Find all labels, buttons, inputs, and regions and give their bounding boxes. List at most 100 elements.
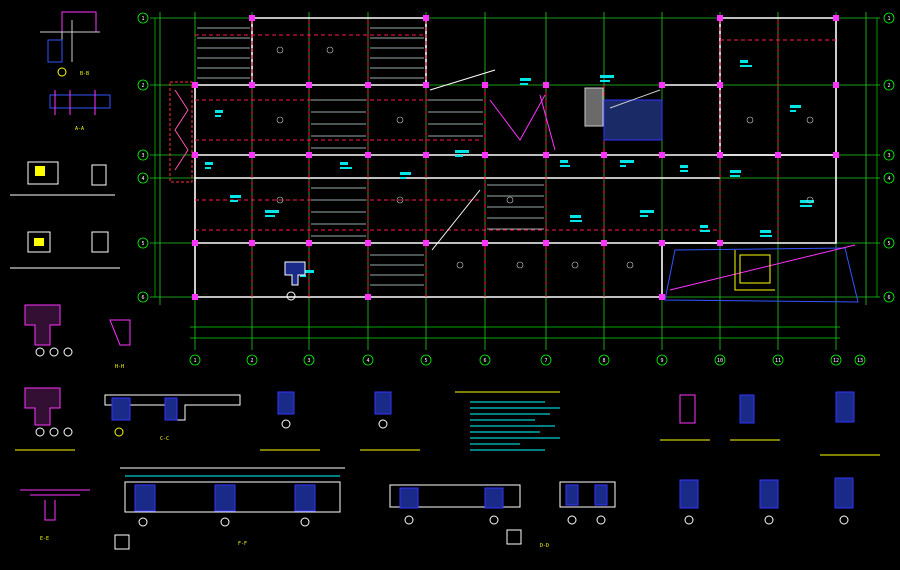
plan-annotation-mark — [340, 167, 352, 169]
plan-annotation-mark — [400, 172, 411, 175]
plan-annotation-mark — [205, 162, 213, 165]
plan-annotation-mark — [300, 275, 306, 277]
grid-row-5-right-bubble — [883, 237, 895, 249]
grid-row-1-right-label: 1 — [887, 16, 890, 22]
plan-annotation-mark — [730, 175, 740, 177]
plan-annotation-mark — [600, 75, 614, 78]
grid-col-13-label: 13 — [857, 358, 863, 364]
plan-annotation-mark — [520, 78, 531, 81]
section-e-label: E-E — [40, 536, 49, 542]
grid-col-11-bubble — [772, 354, 784, 366]
plan-annotation-mark — [300, 270, 314, 273]
grid-row-3-left-bubble — [137, 149, 149, 161]
grid-row-2-left-label: 2 — [141, 83, 144, 89]
section-a-label: A-A — [75, 126, 84, 132]
plan-annotation-mark — [570, 215, 581, 218]
plan-annotation-mark — [265, 215, 275, 217]
grid-col-11-label: 11 — [775, 358, 781, 364]
slab-marker — [396, 196, 404, 204]
grid-col-8-label: 8 — [602, 358, 605, 364]
slab-marker — [806, 116, 814, 124]
plan-annotation-mark — [230, 195, 241, 198]
section-h-label: H-H — [115, 364, 124, 370]
plan-annotation-mark — [560, 165, 570, 167]
plan-annotation-mark — [455, 155, 463, 157]
grid-col-6-label: 6 — [483, 358, 486, 364]
grid-col-6-bubble — [479, 354, 491, 366]
grid-row-1-left-bubble — [137, 12, 149, 24]
slab-marker — [276, 46, 284, 54]
grid-row-6-left-bubble — [137, 291, 149, 303]
plan-annotation-mark — [230, 200, 238, 202]
plan-annotation-mark — [760, 230, 771, 233]
plan-annotation-mark — [680, 170, 688, 172]
plan-annotation-mark — [215, 110, 223, 113]
grid-col-8-bubble — [598, 354, 610, 366]
grid-col-10-bubble — [714, 354, 726, 366]
grid-col-13-bubble — [854, 354, 866, 366]
stair-core — [169, 69, 663, 251]
slab-marker — [506, 196, 514, 204]
grid-col-12-label: 12 — [833, 358, 839, 364]
section-b-label: B-B — [80, 71, 89, 77]
left-details: B-B A-A H-H E-E — [10, 11, 131, 542]
grid-col-9-label: 9 — [660, 358, 663, 364]
grid-col-4-label: 4 — [366, 358, 369, 364]
grid-col-7-bubble — [540, 354, 552, 366]
grid-row-4-left-bubble — [137, 172, 149, 184]
plan-annotation-mark — [680, 165, 688, 168]
plan-annotations — [205, 46, 814, 277]
grid-col-3-label: 3 — [307, 358, 310, 364]
plan-annotation-mark — [600, 80, 610, 82]
plan-annotation-mark — [570, 220, 582, 222]
grid-row-1-left-label: 1 — [141, 16, 144, 22]
plan-annotation-mark — [265, 210, 279, 213]
grid-row-1-right-bubble — [883, 12, 895, 24]
grid-col-9-bubble — [656, 354, 668, 366]
grid-col-1-label: 1 — [193, 358, 196, 364]
plan-annotation-mark — [640, 210, 654, 213]
plan-annotation-mark — [205, 167, 211, 169]
grid-col-10-label: 10 — [717, 358, 723, 364]
slab-marker — [326, 46, 334, 54]
ramp-zone — [664, 244, 859, 303]
plan-annotation-mark — [760, 235, 772, 237]
plan-annotation-mark — [400, 177, 406, 179]
slab-marker — [396, 116, 404, 124]
slab-marker — [456, 261, 464, 269]
plan-annotation-mark — [560, 160, 568, 163]
plan-annotation-mark — [790, 110, 796, 112]
plan-annotation-mark — [340, 162, 348, 165]
grid-col-7-label: 7 — [544, 358, 547, 364]
slab-marker — [276, 116, 284, 124]
dimension-lines — [154, 18, 878, 339]
section-d-label: D-D — [540, 543, 549, 549]
slab-marker — [626, 261, 634, 269]
grid-row-6-right-bubble — [883, 291, 895, 303]
general-notes-block — [455, 391, 560, 451]
grid-col-1-bubble — [189, 354, 201, 366]
plan-annotation-mark — [800, 200, 814, 203]
grid-row-5-left-label: 5 — [141, 241, 144, 247]
plan-annotation-mark — [740, 60, 748, 63]
plan-annotation-mark — [790, 105, 801, 108]
plan-annotation-mark — [700, 230, 710, 232]
grid-row-3-left-label: 3 — [141, 153, 144, 159]
grid-col-5-bubble — [420, 354, 432, 366]
section-f-label: F-F — [238, 541, 247, 547]
plan-annotation-mark — [740, 65, 752, 67]
plan-annotation-mark — [455, 150, 469, 153]
grid-col-5-label: 5 — [424, 358, 427, 364]
section-c-label: C-C — [160, 436, 169, 442]
grid-row-4-right-bubble — [883, 172, 895, 184]
grid-col-2-label: 2 — [250, 358, 253, 364]
grid-row-2-right-label: 2 — [887, 83, 890, 89]
grid-col-12-bubble — [830, 354, 842, 366]
grid-row-3-right-label: 3 — [887, 153, 890, 159]
grid-row-4-left-label: 4 — [141, 176, 144, 182]
beam-outline — [194, 17, 837, 298]
plan-annotation-mark — [620, 165, 626, 167]
